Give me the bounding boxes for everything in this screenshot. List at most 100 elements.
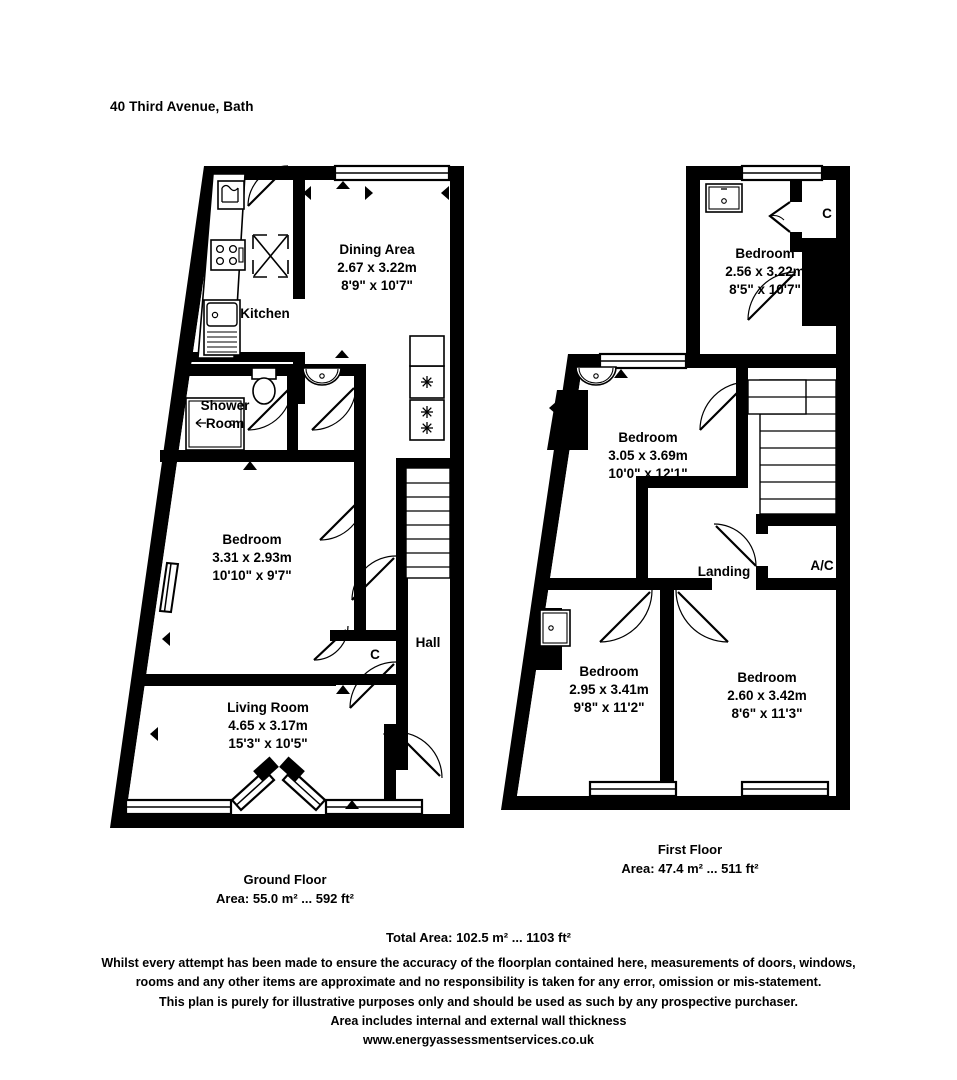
gf-dining-table-symbol	[252, 234, 289, 278]
gf-radiator-upper	[409, 365, 445, 399]
gf-room-label-kitchen: Kitchen	[240, 306, 290, 321]
gf-room-dim-living-m: 4.65 x 3.17m	[228, 718, 308, 733]
disclaimer-text: Whilst every attempt has been made to en…	[0, 954, 957, 1050]
ff-wall-landing-bottom-2	[660, 578, 712, 590]
gf-washbasin	[302, 367, 342, 386]
gf-window-bay-right	[324, 798, 424, 816]
ff-room-label-closet: C	[822, 206, 832, 221]
gf-room-label-shower: Shower	[201, 398, 251, 413]
gf-kitchen-fixtures	[197, 173, 246, 359]
first-floor-caption-area: Area: 47.4 m² ... 511 ft²	[621, 861, 759, 876]
ff-window-bedroom-bl	[588, 780, 678, 798]
ff-wall-landing-bottom-3	[756, 578, 836, 590]
ff-room-dim-bedroom-br-ft: 8'6" x 11'3"	[731, 706, 802, 721]
gf-room-label-hall: Hall	[416, 635, 441, 650]
ff-wall-bedroom-top-bottom	[686, 354, 846, 368]
gf-wall-hall-left	[396, 458, 408, 640]
ff-wall-closet-left	[790, 180, 802, 202]
disclaimer-line-4: Area includes internal and external wall…	[330, 1013, 627, 1028]
ground-floor-caption-area: Area: 55.0 m² ... 592 ft²	[216, 891, 354, 906]
ff-washbasin-landing	[575, 366, 617, 386]
gf-window-bay-left	[124, 798, 233, 816]
ff-room-label-bedroom-top: Bedroom	[735, 246, 794, 261]
gf-wall-living-top	[140, 674, 336, 686]
gf-room-dim-bedroom-ft: 10'10" x 9'7"	[212, 568, 291, 583]
ff-wall-ac-top	[756, 514, 836, 526]
first-floor-caption: First Floor Area: 47.4 m² ... 511 ft²	[560, 840, 820, 878]
gf-radiator-lower	[409, 399, 445, 441]
ff-window-top-bedroom	[740, 164, 824, 182]
gf-room-label-living: Living Room	[227, 700, 309, 715]
ff-window-main-bedroom	[598, 352, 688, 370]
disclaimer-line-2: rooms and any other items are approximat…	[135, 975, 822, 990]
gf-window-dining	[333, 164, 451, 182]
gf-window-bay-angle-right	[281, 768, 327, 812]
ff-wall-landing-left	[636, 476, 648, 590]
ff-room-dim-bedroom-main-ft: 10'0" x 12'1"	[608, 466, 687, 481]
ff-room-dim-bedroom-br-m: 2.60 x 3.42m	[727, 688, 807, 703]
ff-wall-bedroom-top-left	[686, 166, 700, 368]
gf-wall-shower-wc	[287, 364, 298, 460]
page-title: 40 Third Avenue, Bath	[110, 99, 254, 114]
disclaimer-line-3: This plan is purely for illustrative pur…	[158, 994, 799, 1009]
ff-room-dim-bedroom-bl-m: 2.95 x 3.41m	[569, 682, 649, 697]
ff-room-dim-bedroom-bl-ft: 9'8" x 11'2"	[573, 700, 644, 715]
gf-wall-shower-bottom	[160, 450, 298, 462]
gf-doors	[247, 165, 443, 779]
gf-wall-closet-bottom	[330, 674, 408, 685]
gf-wall-kitchen-dining	[293, 166, 305, 299]
ff-room-dim-bedroom-main-m: 3.05 x 3.69m	[608, 448, 688, 463]
gf-wall-closet-top	[330, 630, 408, 641]
gf-wall-kitchen-bottom	[190, 352, 305, 362]
gf-wall-hall-left-2	[396, 640, 408, 770]
floorplan-drawings: Dining Area 2.67 x 3.22m 8'9" x 10'7" Ki…	[0, 140, 957, 860]
ff-staircase	[747, 379, 837, 515]
ff-wall-landing-bottom	[540, 578, 648, 590]
ff-room-dim-bedroom-top-ft: 8'5" x 10'7"	[729, 282, 801, 297]
ground-floor-caption: Ground Floor Area: 55.0 m² ... 592 ft²	[155, 870, 415, 908]
ff-doors	[599, 201, 797, 643]
ff-wall-main-bedroom-right-2	[736, 434, 748, 488]
gf-view-arrows	[150, 181, 449, 809]
ff-jamb-left	[648, 578, 662, 590]
total-area-label: Total Area: 102.5 m² ... 1103 ft²	[386, 930, 571, 945]
ff-room-label-bedroom-br: Bedroom	[737, 670, 796, 685]
gf-window-bedroom	[158, 561, 180, 614]
gf-toilet	[251, 367, 277, 405]
gf-room-dim-bedroom-m: 3.31 x 2.93m	[212, 550, 292, 565]
gf-staircase	[405, 467, 451, 579]
ff-wall-bedrooms-divider	[660, 590, 674, 796]
ff-room-label-ac: A/C	[810, 558, 834, 573]
gf-wall-wc-right	[354, 364, 366, 462]
disclaimer-website: www.energyassessmentservices.co.uk	[363, 1033, 594, 1048]
ff-basin-top-bedroom	[705, 183, 743, 213]
ff-wall-closet-side	[802, 238, 836, 326]
ground-floor-plan: Dining Area 2.67 x 3.22m 8'9" x 10'7" Ki…	[110, 164, 464, 828]
gf-room-dim-dining-m: 2.67 x 3.22m	[337, 260, 417, 275]
ground-floor-caption-name: Ground Floor	[243, 872, 327, 887]
gf-shower-tray	[185, 397, 245, 451]
ff-chimney-upper	[547, 390, 588, 450]
gf-room-label-closet: C	[370, 647, 380, 662]
disclaimer-line-1: Whilst every attempt has been made to en…	[101, 956, 856, 970]
ff-room-label-bedroom-main: Bedroom	[618, 430, 677, 445]
ff-view-arrows	[539, 369, 745, 583]
ff-room-dim-bedroom-top-m: 2.56 x 3.22m	[725, 264, 805, 279]
ff-wall-landing-top	[636, 476, 748, 488]
ff-basin-bedroom-bl	[539, 609, 571, 647]
gf-cupboard-box	[409, 335, 445, 367]
ff-window-bedroom-br	[740, 780, 830, 798]
gf-room-dim-dining-ft: 8'9" x 10'7"	[341, 278, 413, 293]
gf-room-label-dining: Dining Area	[339, 242, 415, 257]
ff-wall-ac-left	[756, 514, 768, 534]
gf-wall-wc-bottom	[287, 450, 366, 462]
gf-wall-stair-top	[396, 458, 450, 468]
gf-room-label-shower-2: Room	[206, 416, 244, 431]
ff-wall-ac-left-2	[756, 566, 768, 590]
gf-room-label-bedroom: Bedroom	[222, 532, 281, 547]
first-floor-plan: Bedroom 2.56 x 3.22m 8'5" x 10'7" Bedroo…	[501, 164, 850, 810]
gf-wall-living-right	[384, 724, 396, 808]
gf-room-dim-living-ft: 15'3" x 10'5"	[228, 736, 307, 751]
ff-room-label-landing: Landing	[698, 564, 751, 579]
